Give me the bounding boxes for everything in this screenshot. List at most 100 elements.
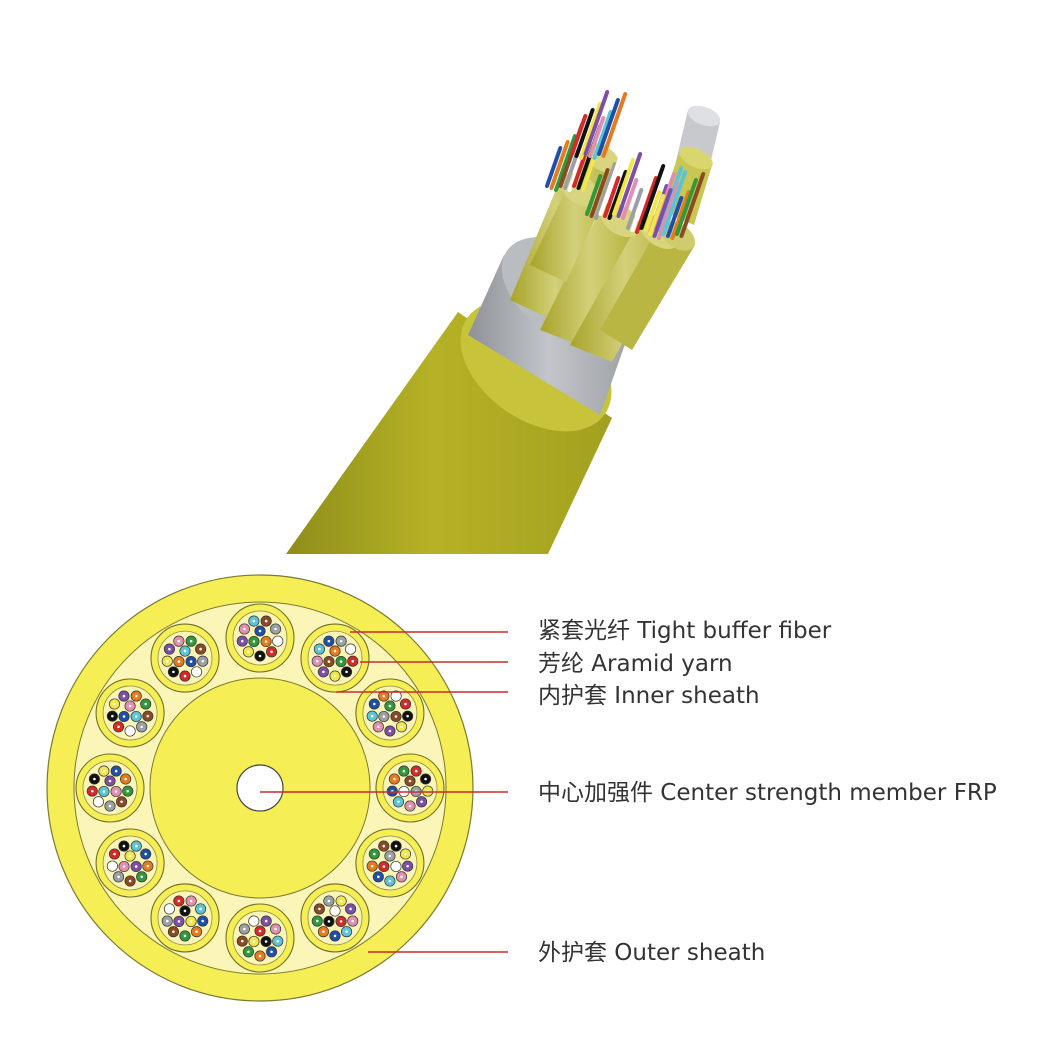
fiber-core [258,929,262,933]
fiber-core [408,804,412,808]
fiber-strand [597,98,620,156]
fiber-core [276,939,280,943]
fiber-core [97,800,100,804]
fiber-core [388,729,392,733]
fiber-core [183,934,187,938]
fiber-core [382,865,386,868]
fiber-core [322,930,325,933]
fiber-strand [601,92,628,158]
fiber-core [165,659,169,663]
leader-lines [260,631,508,953]
fiber-core [388,854,392,858]
label-inner-sheath: 内护套 Inner sheath [538,683,760,709]
sub-unit-ring [75,603,445,973]
fiber-cable-3d-icon [286,90,721,554]
fiber-core [373,852,376,856]
fiber-core [146,714,150,718]
fiber-core [382,715,386,718]
fiber-core [400,725,403,729]
fiber-strand [545,146,563,188]
fiber-core [388,704,392,708]
fiber-core [394,694,398,698]
fiber-core [393,777,396,781]
fiber-core [424,777,427,781]
fiber-core [327,899,331,903]
fiber-core [327,639,331,643]
fiber-core [113,852,116,856]
fiber-core [128,729,132,733]
fiber-strand [589,168,610,218]
fiber-core [351,919,355,923]
fiber-core [172,670,175,674]
fiber-core [315,919,319,923]
fiber-core [370,714,374,718]
sub-unit [95,828,165,898]
fiber-core [402,769,406,773]
fiber-core [420,800,423,804]
fiber-core [373,702,376,706]
fiber-core [339,660,343,663]
fiber-core [199,647,202,651]
sub-unit [225,903,295,973]
fiber-core [327,920,331,923]
fiber-core [247,650,250,654]
sub-unit [355,678,425,748]
fiber-core [114,790,118,793]
fiber-core [122,844,126,848]
fiber-core [199,907,202,911]
fiber-core [382,694,386,698]
fiber-core [93,777,96,781]
fiber-strand [626,188,644,230]
fiber-core [195,670,198,674]
fiber-core [315,659,319,663]
fiber-core [394,715,398,718]
sub-unit [375,753,445,823]
fiber-core [264,619,268,623]
fiber-strand [657,182,680,240]
fiber-core [388,879,392,883]
fiber-core [126,789,130,793]
fiber-core [318,647,321,651]
fiber-core [90,789,94,793]
fiber-core [128,704,132,708]
fiber-core [117,725,120,729]
fiber-core [140,725,143,729]
fiber-core [377,875,380,879]
fiber-core [183,909,187,913]
fiber-core [144,852,147,856]
fiber-core [183,674,187,678]
fiber-core [382,844,386,848]
fiber-core [349,907,352,911]
fiber-core [146,864,150,868]
fiber-core [122,715,126,718]
fiber-core [240,639,244,643]
fiber-core [333,649,337,653]
fiber-core [274,927,277,931]
fiber-core [128,879,132,883]
fiber-core [177,639,181,643]
fiber-core [258,654,262,658]
fiber-core [189,639,193,643]
fiber-core [276,639,280,643]
sub-unit [300,623,370,693]
fiber-strand [570,114,588,156]
fiber-core [339,639,343,643]
center-strength-member [236,764,284,812]
fiber-core [339,920,343,923]
fiber-core [274,627,277,631]
fiber-core [404,702,407,706]
fiber-core [327,660,331,663]
fiber-strand [607,170,628,220]
colored-fibers [545,90,706,240]
fiber-strand [574,108,595,158]
fiber-strand [554,134,577,192]
fiber-core [102,769,106,773]
fiber-strand [592,110,613,160]
fiber-core [134,715,138,718]
fiber-core [172,930,175,933]
fiber-core [408,779,412,783]
sub-unit [150,883,220,953]
fiber-core [333,934,337,938]
